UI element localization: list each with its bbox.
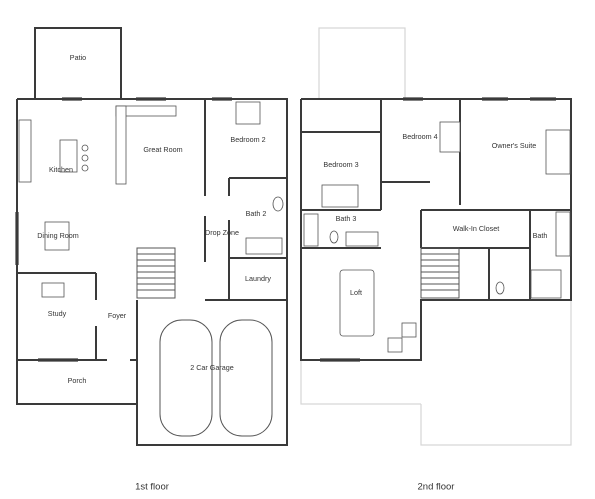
bed [545,129,571,175]
label-2-car-garage: 2 Car Garage [190,363,234,372]
desk [41,282,65,298]
bar-stool [81,144,89,152]
label-bedroom-3: Bedroom 3 [323,160,358,169]
label-study: Study [48,309,67,318]
label-bath: Bath [533,231,548,240]
second-floor-outline [300,98,572,361]
pool-table [339,269,375,337]
toilet [272,196,284,212]
label-owners-suite: Owner's Suite [492,141,537,150]
caption-1st-floor: 1st floor [135,482,169,493]
label-dining-room: Dining Room [37,231,79,240]
second-floor-stairs [420,247,460,299]
label-bath-3: Bath 3 [336,214,357,223]
first-floor-stairs [136,247,176,299]
toilet [495,281,505,295]
second-floor-stair-treads [421,253,459,291]
first-floor-stair-treads [137,253,175,291]
bathtub [245,237,283,255]
label-walk-in-closet: Walk-In Closet [453,224,499,233]
bathtub [303,213,319,247]
room-labels: Patio Kitchen Great Room Bedroom 2 Dinin… [37,53,547,385]
kitchen-island [59,139,78,173]
garage-parking-outlines [159,319,273,437]
label-foyer: Foyer [108,311,127,320]
label-kitchen: Kitchen [49,165,73,174]
first-floor-plan [15,27,288,446]
label-laundry: Laundry [245,274,271,283]
bar-stool [81,164,89,172]
toilet [329,230,339,244]
porch-ghost-outline [300,360,421,405]
label-bedroom-2: Bedroom 2 [230,135,265,144]
label-bath-2: Bath 2 [246,209,267,218]
label-drop-zone: Drop Zone [205,228,239,237]
bar-stool [81,154,89,162]
patio-outline [34,27,122,100]
sofa [115,105,127,185]
label-porch: Porch [68,376,87,385]
shower [530,269,562,299]
vanity [345,231,379,247]
armchair [387,337,403,353]
vanity [555,211,571,257]
caption-2nd-floor: 2nd floor [418,482,455,493]
dining-table [44,221,70,251]
label-loft: Loft [350,288,362,297]
label-great-room: Great Room [143,145,182,154]
patio-ghost-outline [318,27,406,99]
bed [439,121,461,153]
second-floor-plan [300,27,572,446]
bed [235,101,261,125]
armchair [401,322,417,338]
label-bedroom-4: Bedroom 4 [402,132,437,141]
garage-ghost-outline [420,300,572,446]
label-patio: Patio [70,53,86,62]
bed [321,184,359,208]
kitchen-counter [18,119,32,183]
